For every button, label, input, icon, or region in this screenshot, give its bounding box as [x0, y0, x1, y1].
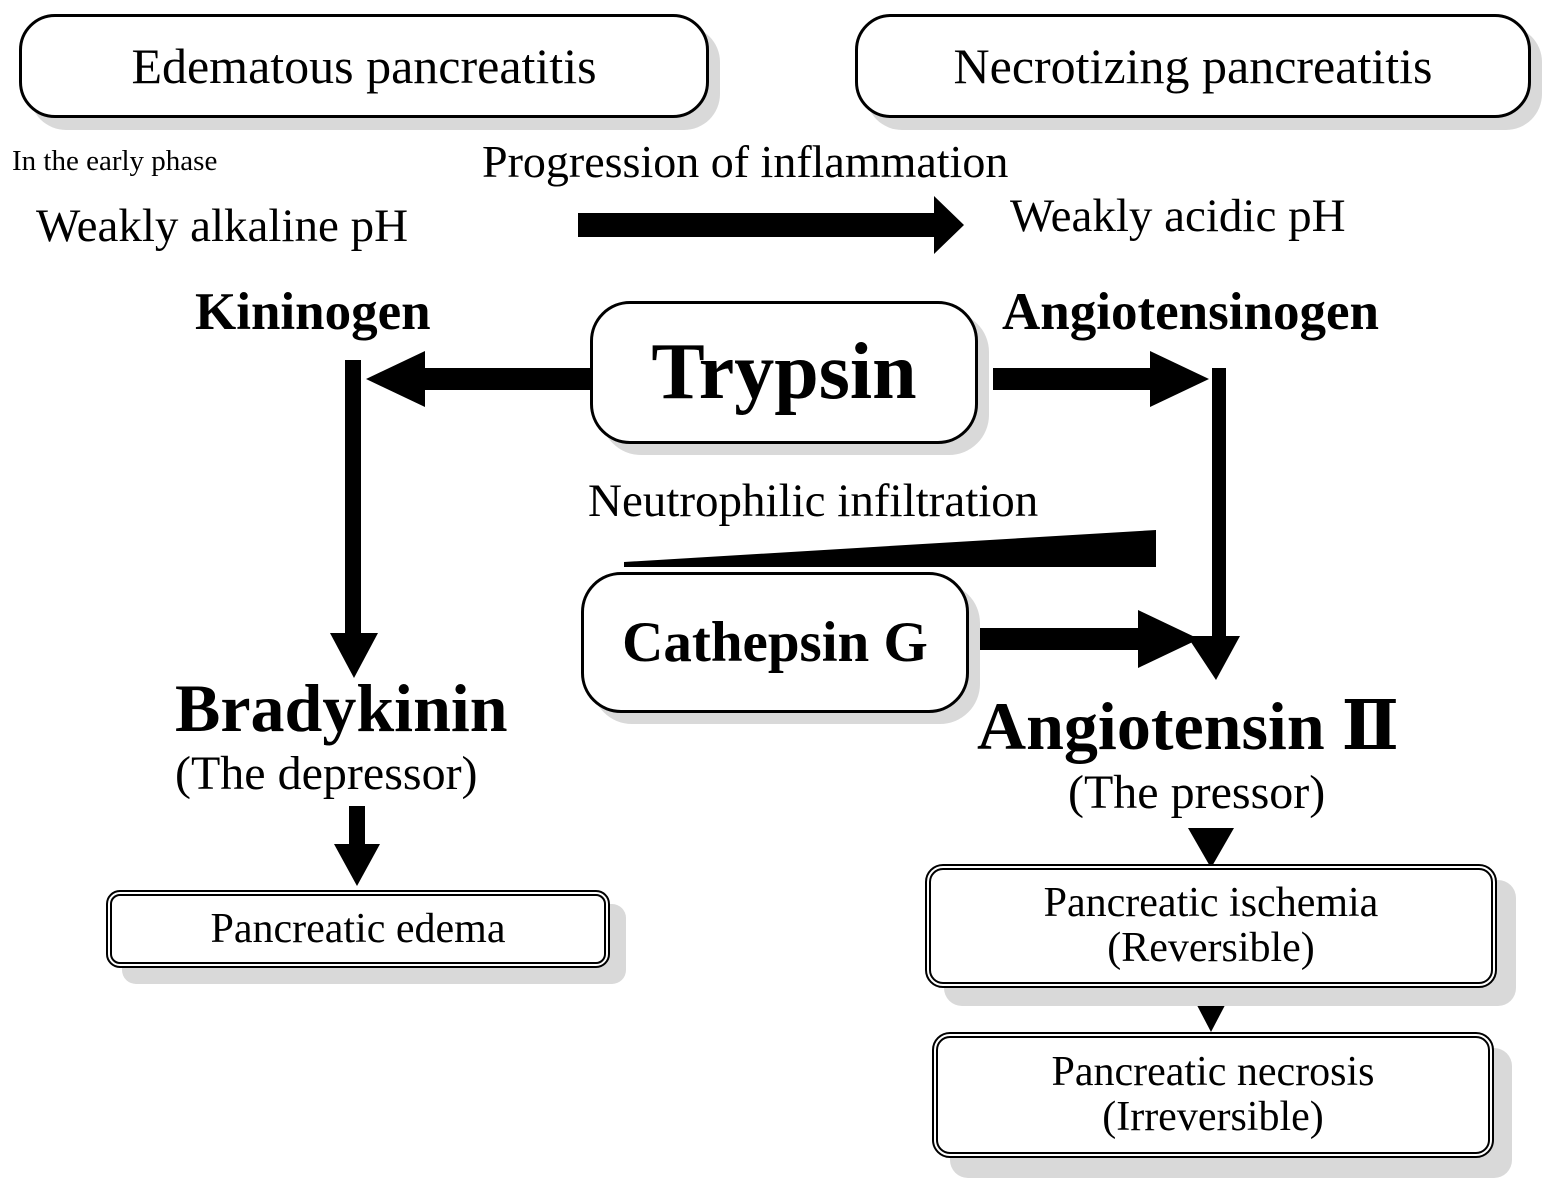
pancreatic-edema-box: Pancreatic edema — [106, 890, 610, 968]
necrosis-line-1: Pancreatic necrosis — [1051, 1048, 1375, 1095]
angiotensin-2-label: Angiotensin Ⅱ — [977, 688, 1399, 764]
pressor-label: (The pressor) — [1068, 766, 1326, 819]
edematous-stage-box: Edematous pancreatitis — [19, 14, 709, 118]
kininogen-label: Kininogen — [195, 283, 431, 341]
necrosis-line-2: (Irreversible) — [1102, 1094, 1324, 1140]
acidic-ph-label: Weakly acidic pH — [1010, 190, 1346, 242]
early-phase-label: In the early phase — [12, 145, 218, 177]
progression-arrow — [578, 196, 964, 254]
bradykinin-to-edema-arrow — [334, 806, 380, 886]
kininogen-to-bradykinin-arrow — [330, 360, 378, 678]
pressor-to-ischemia-arrow — [1188, 828, 1234, 868]
neutrophilic-wedge — [624, 530, 1156, 567]
necrotizing-stage-box: Necrotizing pancreatitis — [855, 14, 1531, 118]
trypsin-box: Trypsin — [590, 301, 978, 444]
progression-label: Progression of inflammation — [482, 136, 1009, 187]
angiotensinogen-to-angiotensin2-arrow — [1187, 368, 1240, 680]
bradykinin-label: Bradykinin — [175, 670, 508, 746]
pancreatic-ischemia-box: Pancreatic ischemia (Reversible) — [925, 864, 1497, 988]
necrotizing-stage-label: Necrotizing pancreatitis — [953, 38, 1433, 94]
trypsin-to-kininogen-arrow — [366, 351, 590, 407]
pancreatic-necrosis-box: Pancreatic necrosis (Irreversible) — [932, 1032, 1494, 1158]
pancreatic-edema-label: Pancreatic edema — [210, 906, 506, 952]
ischemia-line-1: Pancreatic ischemia — [1043, 879, 1379, 926]
trypsin-label: Trypsin — [651, 328, 917, 416]
ischemia-line-2: (Reversible) — [1107, 925, 1315, 971]
neutrophilic-infiltration-label: Neutrophilic infiltration — [588, 475, 1039, 527]
alkaline-ph-label: Weakly alkaline pH — [36, 200, 409, 252]
angiotensinogen-label: Angiotensinogen — [1002, 283, 1379, 341]
edematous-stage-label: Edematous pancreatitis — [131, 38, 597, 94]
trypsin-to-angiotensinogen-arrow — [993, 351, 1209, 407]
cathepsin-g-box: Cathepsin G — [581, 572, 969, 713]
cathepsin-to-angiotensin2-arrow — [980, 610, 1199, 668]
cathepsin-g-label: Cathepsin G — [622, 611, 928, 674]
depressor-label: (The depressor) — [175, 747, 478, 800]
